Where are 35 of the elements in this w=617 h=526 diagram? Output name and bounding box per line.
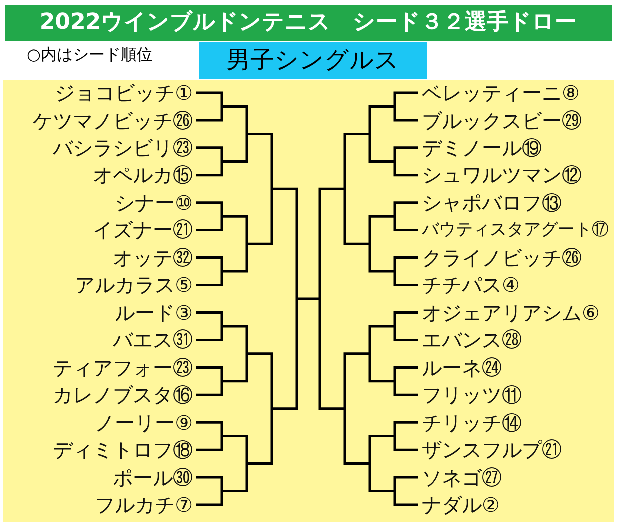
player-name: ルード③ [115, 300, 193, 325]
player-name: ディミトロフ⑱ [53, 438, 193, 462]
player-name: チチパス④ [422, 273, 520, 298]
player-name: フリッツ⑪ [422, 383, 522, 408]
player-name: オペルカ⑮ [93, 163, 193, 188]
player-name: アルカラス⑤ [75, 273, 193, 298]
player-name: シナー⑩ [115, 190, 193, 215]
player-name: ポール㉚ [113, 466, 193, 490]
player-name: ケツマノビッチ㉖ [33, 108, 193, 132]
player-name: シュワルツマン⑫ [422, 163, 582, 188]
player-name: バエス㉛ [113, 328, 193, 352]
player-name: イズナー㉑ [93, 218, 193, 242]
player-name: チリッチ⑭ [422, 410, 522, 435]
player-name: オッテ㉜ [113, 246, 193, 270]
seed-note: ○内はシード順位 [27, 45, 153, 65]
category-banner: 男子シングルス [199, 42, 427, 79]
player-name: バシラシビリ㉓ [53, 136, 193, 160]
player-name: ベレッティーニ⑧ [422, 81, 580, 105]
player-name: デミノール⑲ [422, 136, 542, 160]
player-name: エバンス㉘ [422, 328, 522, 352]
player-name: ブルックスビー㉙ [422, 108, 582, 132]
player-name: ルーネ㉔ [422, 356, 502, 380]
title-banner: 2022ウインブルドンテニス シード３２選手ドロー [5, 5, 612, 41]
player-name: バウティスタアグート⑰ [422, 219, 609, 242]
player-name: クライノビッチ㉖ [422, 246, 582, 270]
player-name: ザンスフルプ㉑ [422, 438, 562, 462]
player-name: ジョコビッチ① [55, 81, 193, 105]
player-name: シャポバロフ⑬ [422, 190, 562, 215]
player-name: オジェアリアシム⑥ [422, 300, 600, 325]
player-name: ナダル② [422, 493, 500, 517]
player-name: フルカチ⑦ [95, 493, 193, 517]
player-name: ノーリー⑨ [95, 410, 193, 435]
player-name: ソネゴ㉗ [422, 466, 502, 490]
player-name: カレノブスタ⑯ [53, 383, 193, 408]
player-name: ティアフォー㉓ [53, 356, 193, 380]
